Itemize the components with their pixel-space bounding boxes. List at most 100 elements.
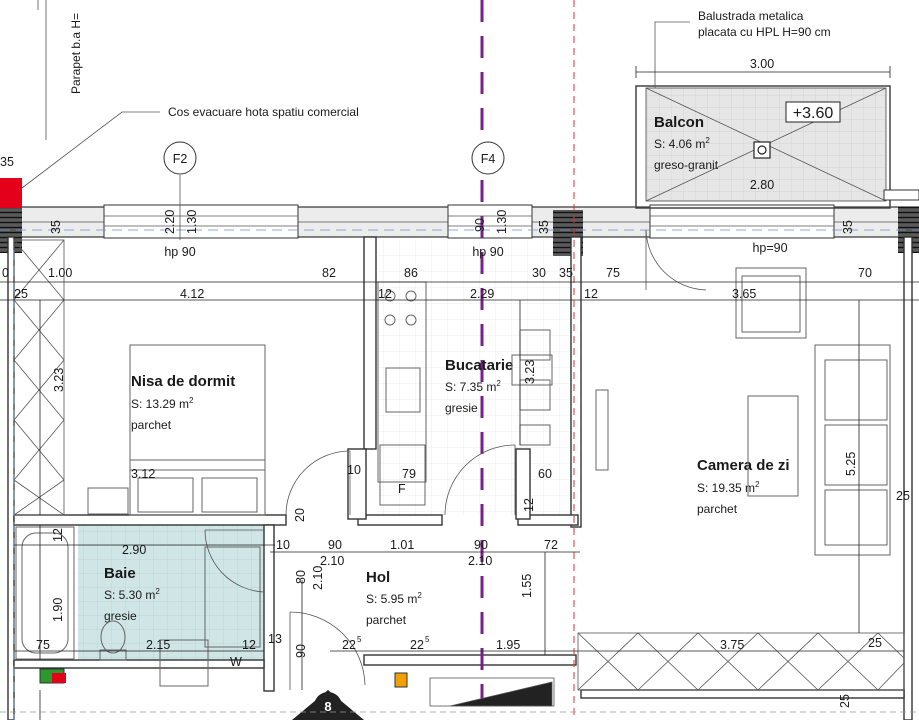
dim-12-c: 12 <box>522 498 536 512</box>
dim-70: 70 <box>858 266 872 280</box>
svg-text:S: 13.29 m2: S: 13.29 m2 <box>131 396 194 411</box>
doors <box>204 229 707 690</box>
dim-195: 1.95 <box>496 638 520 652</box>
wall-living-bottom <box>580 689 905 699</box>
room-balcon: Balcon S: 4.06 m2 greso-granit +3.60 <box>654 105 833 172</box>
dim-323-a: 3.23 <box>52 368 66 392</box>
dim-215: 2.15 <box>146 638 170 652</box>
dim-75-b: 75 <box>36 638 50 652</box>
room-hol: Hol S: 5.95 m2 parchet <box>366 569 422 627</box>
dim-35-c: 35 <box>537 220 551 234</box>
dim-90-top: 90 <box>473 218 487 232</box>
wall-kitchen-bottom <box>357 514 443 526</box>
dim-12-b: 12 <box>584 287 598 301</box>
exterior-wall-right <box>903 236 913 720</box>
room-hol-area: S: 5.95 m <box>366 592 417 606</box>
dim-290: 2.90 <box>122 543 146 557</box>
dim-35-e: 35 <box>559 266 573 280</box>
dim-22-b: 22 <box>410 638 424 652</box>
wall-kitchen-living <box>570 236 582 528</box>
dim-12-a: 12 <box>378 287 392 301</box>
bath-fixtures <box>15 526 408 688</box>
dim-13: 13 <box>268 632 282 646</box>
room-camera-name: Camera de zi <box>697 457 790 474</box>
fridge-mark: F <box>398 482 406 496</box>
dim-25-b: 25 <box>896 489 910 503</box>
room-hol-name: Hol <box>366 569 390 586</box>
wall-nisa-kitchen <box>363 236 377 450</box>
dim-412: 4.12 <box>180 287 204 301</box>
wall-kitchen-stub <box>515 448 531 520</box>
room-balcon-area-sup: 2 <box>705 136 710 145</box>
room-baie-area-sup: 2 <box>155 587 160 596</box>
note-cos-evacuare: Cos evacuare hota spatiu comercial <box>168 105 359 119</box>
room-nisa-name: Nisa de dormit <box>131 373 235 390</box>
dim-35-b: 35 <box>49 220 63 234</box>
note-balustrada-1: Balustrada metalica <box>698 9 804 23</box>
room-hol-finish: parchet <box>366 613 407 627</box>
wall-bottom-left <box>13 659 265 669</box>
dim-0: 0 <box>2 266 9 280</box>
dim-86: 86 <box>404 266 418 280</box>
dim-130b: 1.30 <box>495 210 509 234</box>
window-living <box>649 204 835 239</box>
dim-155: 1.55 <box>520 574 534 598</box>
dim-210-a: 2.10 <box>320 554 344 568</box>
bed <box>87 344 266 516</box>
svg-text:S: 4.06 m2: S: 4.06 m2 <box>654 136 710 151</box>
dim-sup-5-b: 5 <box>425 635 430 644</box>
left-shaft <box>13 239 65 516</box>
dim-100: 1.00 <box>48 266 72 280</box>
room-nisa-finish: parchet <box>131 418 172 432</box>
dim-323-b: 3.23 <box>523 360 537 384</box>
section-marker: 8 <box>292 690 364 720</box>
wall-kitchen-bottom-b <box>517 514 579 526</box>
balcony-level: +3.60 <box>793 105 834 122</box>
column-right <box>898 207 919 253</box>
room-hol-area-sup: 2 <box>417 591 422 600</box>
dim-30: 30 <box>532 266 546 280</box>
dim-10-a: 10 <box>347 463 361 477</box>
room-camera-area-sup: 2 <box>755 480 760 489</box>
dim-12-d: 12 <box>51 528 65 542</box>
axis-bubble-f2: F2 <box>163 141 197 240</box>
room-camera-area: S: 19.35 m <box>697 481 755 495</box>
living-furniture <box>595 267 891 556</box>
dim-hp90-a: hp 90 <box>164 245 195 259</box>
dimension-lines <box>0 281 919 720</box>
svg-text:S: 5.30 m2: S: 5.30 m2 <box>104 587 160 602</box>
dim-210-b: 2.10 <box>468 554 492 568</box>
wall-bath-right <box>263 524 275 692</box>
room-bucatarie-name: Bucatarie <box>445 357 513 374</box>
dim-90-b: 90 <box>474 538 488 552</box>
dim-hp90-c: hp=90 <box>752 241 787 255</box>
dim-229: 2.29 <box>470 287 494 301</box>
room-baie-finish: gresie <box>104 609 137 623</box>
dim-190: 1.90 <box>51 598 65 622</box>
dim-130: 1.30 <box>185 210 199 234</box>
dim-10-b: 10 <box>276 538 290 552</box>
dim-20: 20 <box>293 508 307 522</box>
wall-bottom-mid <box>363 654 577 666</box>
column-left <box>0 207 22 253</box>
window-f2 <box>103 204 299 239</box>
dim-22-a: 22 <box>342 638 356 652</box>
washer-mark: W <box>230 655 242 669</box>
dim-80: 80 <box>294 570 308 584</box>
drain-icon <box>753 141 771 159</box>
dim-90-a: 90 <box>328 538 342 552</box>
exterior-wall-left <box>7 236 15 720</box>
dim-25-c: 25 <box>868 636 882 650</box>
room-nisa-area: S: 13.29 m <box>131 397 189 411</box>
dim-72: 72 <box>544 538 558 552</box>
dim-25-d: 25 <box>838 694 852 708</box>
svg-text:S: 19.35 m2: S: 19.35 m2 <box>697 480 760 495</box>
axis-label-f4: F4 <box>481 152 496 166</box>
room-balcon-name: Balcon <box>654 114 704 131</box>
note-parapet: Parapet b.a H= <box>69 13 83 94</box>
dim-hp90-b: hp 90 <box>472 245 503 259</box>
dim-25-a: 25 <box>14 287 28 301</box>
svg-text:S: 7.35 m2: S: 7.35 m2 <box>445 379 501 394</box>
dim-90-c: 90 <box>294 644 308 658</box>
room-balcon-area: S: 4.06 m <box>654 137 705 151</box>
